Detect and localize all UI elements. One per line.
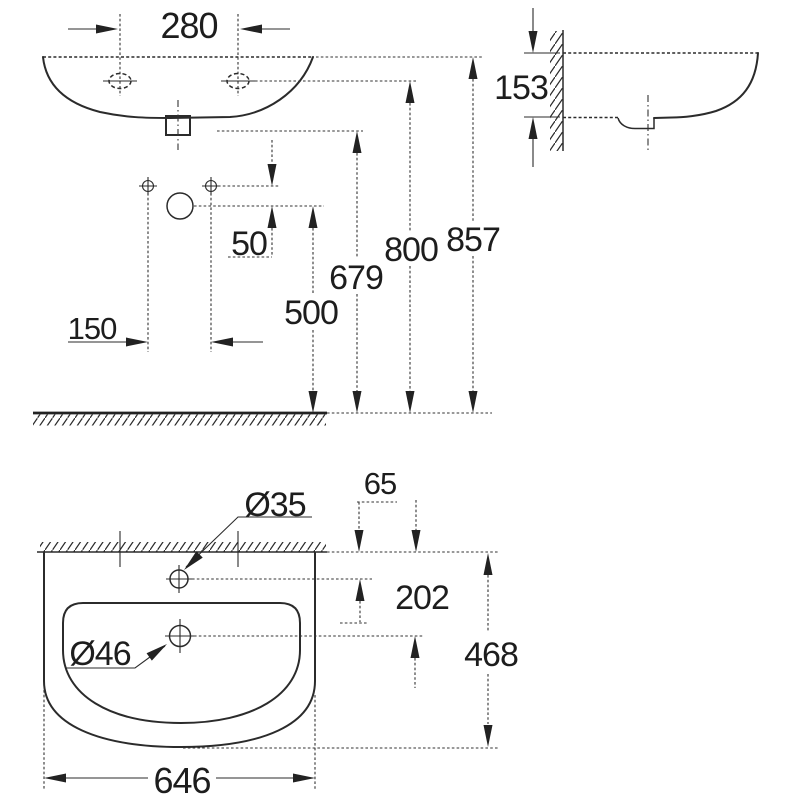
plan-wall-hatch: [40, 542, 326, 552]
dim-65-arrow-up: [355, 579, 365, 601]
plan-wall: [37, 531, 327, 567]
dim-679-label: 679: [329, 259, 383, 297]
dim-153-label: 153: [494, 69, 548, 107]
dim-width: 646: [44, 760, 315, 800]
label-drain-diameter: Ø46: [69, 635, 130, 673]
dim-50-arrow-down: [267, 164, 277, 186]
dim-50-tail-bottom: [228, 228, 273, 258]
dim-857-arrow-top: [468, 57, 478, 79]
dim-468-arrow-top: [483, 553, 493, 575]
dim-500-arrow-bottom: [308, 391, 318, 413]
supply-hole: [166, 192, 194, 220]
dim-50-label: 50: [231, 225, 267, 263]
dim-857-arrow-bottom: [468, 391, 478, 413]
dim-tap-wall-offset: 65: [340, 466, 397, 624]
dim-deck-height: 800: [384, 81, 439, 413]
dim-280-arrow-left: [96, 24, 118, 34]
dim-front-drop: 153: [494, 8, 560, 167]
plan-inner-bowl: [62, 602, 301, 725]
front-reference-lines: [119, 14, 484, 352]
dim-857-label: 857: [446, 221, 500, 259]
ext-width-vertical: [43, 690, 316, 790]
dim-150-arrow-left: [126, 337, 148, 347]
leader-drain-arrow: [146, 640, 170, 661]
dim-500-label: 500: [284, 294, 338, 332]
dim-280-label: 280: [160, 5, 217, 46]
dim-153-ext: [524, 52, 560, 118]
wall-hatch: [550, 31, 563, 151]
side-wall: [550, 30, 564, 151]
dim-646-label: 646: [153, 760, 210, 800]
fixing-hole-ticks-v: [147, 177, 212, 195]
plan-reference-lines: [43, 551, 498, 790]
ground-hatch: [33, 414, 326, 426]
tap-hole-crosshair: [166, 565, 192, 593]
plan-drain-hole: [165, 619, 424, 653]
dim-679-arrow-top: [352, 131, 362, 153]
leader-tap-arrow: [180, 551, 203, 574]
dim-468-label: 468: [464, 636, 518, 674]
dim-65-tail-bottom: [340, 601, 368, 624]
leader-tap-diameter: Ø35: [180, 486, 312, 574]
dim-supply-height: 500: [284, 206, 339, 413]
dim-202-label: 202: [395, 579, 449, 617]
plan-tap-position-ticks: [119, 531, 239, 567]
plan-outer-outline: [43, 552, 316, 749]
dim-800-arrow-bottom: [405, 391, 415, 413]
dim-468-arrow-bottom: [483, 725, 493, 747]
dim-800-arrow-top: [405, 81, 415, 103]
ext-fixing-holes-vertical: [147, 193, 212, 352]
leader-tap-line: [185, 516, 312, 568]
dim-202-arrow-down: [411, 530, 421, 552]
plan-basin: [43, 552, 316, 749]
dim-65-tail-top: [357, 501, 397, 530]
dim-50-arrow-up: [267, 206, 277, 228]
dim-500-arrow-top: [308, 206, 318, 228]
side-basin-profile: [563, 52, 759, 152]
dim-rim-height: 857: [446, 57, 501, 413]
leader-drain-diameter: Ø46: [65, 635, 170, 673]
dim-65-label: 65: [364, 466, 396, 501]
label-tap-diameter: Ø35: [244, 486, 305, 524]
plan-view: Ø35 Ø46 65 202: [37, 466, 519, 800]
dim-800-label: 800: [384, 231, 438, 269]
dim-65-arrow-down: [354, 530, 364, 552]
dim-153-arrow-up: [528, 117, 538, 139]
dim-150-label: 150: [68, 311, 117, 346]
front-basin-outline: [42, 56, 314, 120]
dim-679-arrow-bottom: [352, 391, 362, 413]
front-tap-holes: [103, 72, 255, 90]
ground-line: [33, 411, 492, 426]
dim-153-arrow-down: [528, 31, 538, 53]
dim-drain-wall-offset: 202: [395, 500, 450, 688]
dim-150-arrow-right: [211, 337, 233, 347]
ext-tap-holes-vertical: [119, 14, 239, 96]
plan-tap-hole: [166, 565, 372, 593]
front-basin-body: [42, 56, 314, 120]
dim-646-arrow-left: [44, 773, 66, 783]
dim-646-arrow-right: [293, 773, 315, 783]
drain-hole-crosshair: [165, 619, 194, 653]
dim-hole-offset: 50: [228, 140, 277, 263]
side-view: 153: [494, 8, 759, 167]
dim-280-arrow-right: [240, 24, 262, 34]
side-drain-trap: [617, 117, 655, 130]
front-view: 280 150 50 500 679: [33, 5, 501, 426]
dim-depth: 468: [464, 553, 519, 747]
front-drain-fitting: [165, 100, 191, 150]
front-fixing-holes: [139, 177, 220, 220]
dim-underside-height: 679: [329, 131, 384, 413]
dim-tap-spacing: 280: [68, 5, 290, 46]
side-front-curve: [653, 52, 759, 119]
dim-202-arrow-up: [410, 636, 420, 658]
dim-fixing-spacing: 150: [68, 311, 263, 347]
